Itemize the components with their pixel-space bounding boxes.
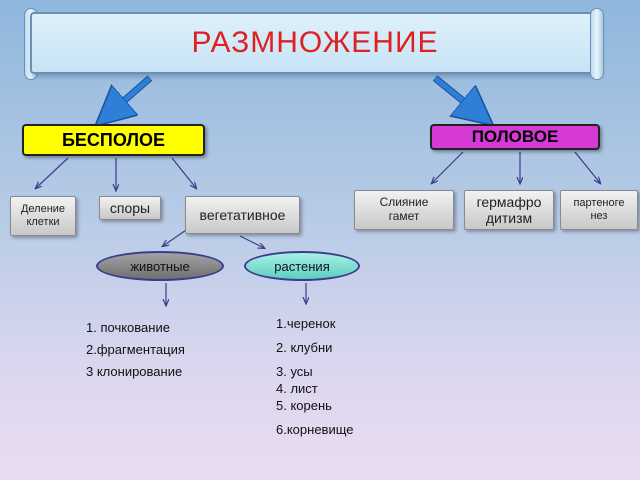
arrow-sexual-fusion	[432, 151, 464, 183]
plants-list-item: 4. лист	[276, 381, 318, 396]
arrow-asexual-vegetative	[171, 157, 196, 188]
animals-list-item: 1. почкование	[86, 320, 170, 335]
page-title: РАЗМНОЖЕНИЕ	[191, 26, 439, 59]
gamete-fusion-line1: Слияние	[379, 195, 429, 210]
gamete-fusion-box: Слияние гамет	[354, 190, 454, 230]
sexual-category: ПОЛОВОЕ	[430, 124, 600, 150]
plants-list-item: 2. клубни	[276, 340, 333, 355]
arrow-asexual-division	[36, 157, 69, 188]
hermaphroditism-box: гермафро дитизм	[464, 190, 554, 230]
arrow-veg-plants	[239, 235, 264, 248]
plants-list: 1.черенок 2. клубни 3. усы 4. лист 5. ко…	[276, 316, 354, 437]
arrow-veg-animals	[163, 227, 190, 246]
plants-list-item: 6.корневище	[276, 422, 354, 437]
title-banner: РАЗМНОЖЕНИЕ	[30, 12, 600, 74]
animals-oval: животные	[96, 251, 224, 281]
hermaphroditism-line1: гермафро	[476, 193, 542, 210]
gamete-fusion-line2: гамет	[388, 209, 420, 223]
asexual-category: БЕСПОЛОЕ	[22, 124, 205, 156]
parthenogenesis-line1: партеноге	[573, 197, 625, 210]
plants-oval: растения	[244, 251, 360, 281]
vegetative-box: вегетативное	[185, 196, 300, 234]
spores-box: споры	[99, 196, 161, 220]
cell-division-line1: Деление	[20, 203, 66, 216]
parthenogenesis-line2: нез	[590, 210, 608, 222]
arrow-sexual-parth	[574, 151, 600, 183]
plants-list-item: 5. корень	[276, 398, 332, 413]
arrow-title-to-asexual-fill	[110, 76, 152, 113]
parthenogenesis-box: партеноге нез	[560, 190, 638, 230]
scroll-right-end	[590, 8, 604, 80]
plants-list-item: 3. усы	[276, 364, 313, 379]
animals-list-item: 3 клонирование	[86, 364, 183, 379]
arrow-title-to-sexual-fill	[433, 76, 478, 113]
animals-list-item: 2.фрагментация	[86, 342, 185, 357]
cell-division-line2: клетки	[26, 216, 60, 228]
animals-list: 1. почкование 2.фрагментация 3 клонирова…	[86, 320, 185, 379]
hermaphroditism-line2: дитизм	[485, 210, 533, 226]
cell-division-box: Деление клетки	[10, 196, 76, 236]
plants-list-item: 1.черенок	[276, 316, 336, 331]
